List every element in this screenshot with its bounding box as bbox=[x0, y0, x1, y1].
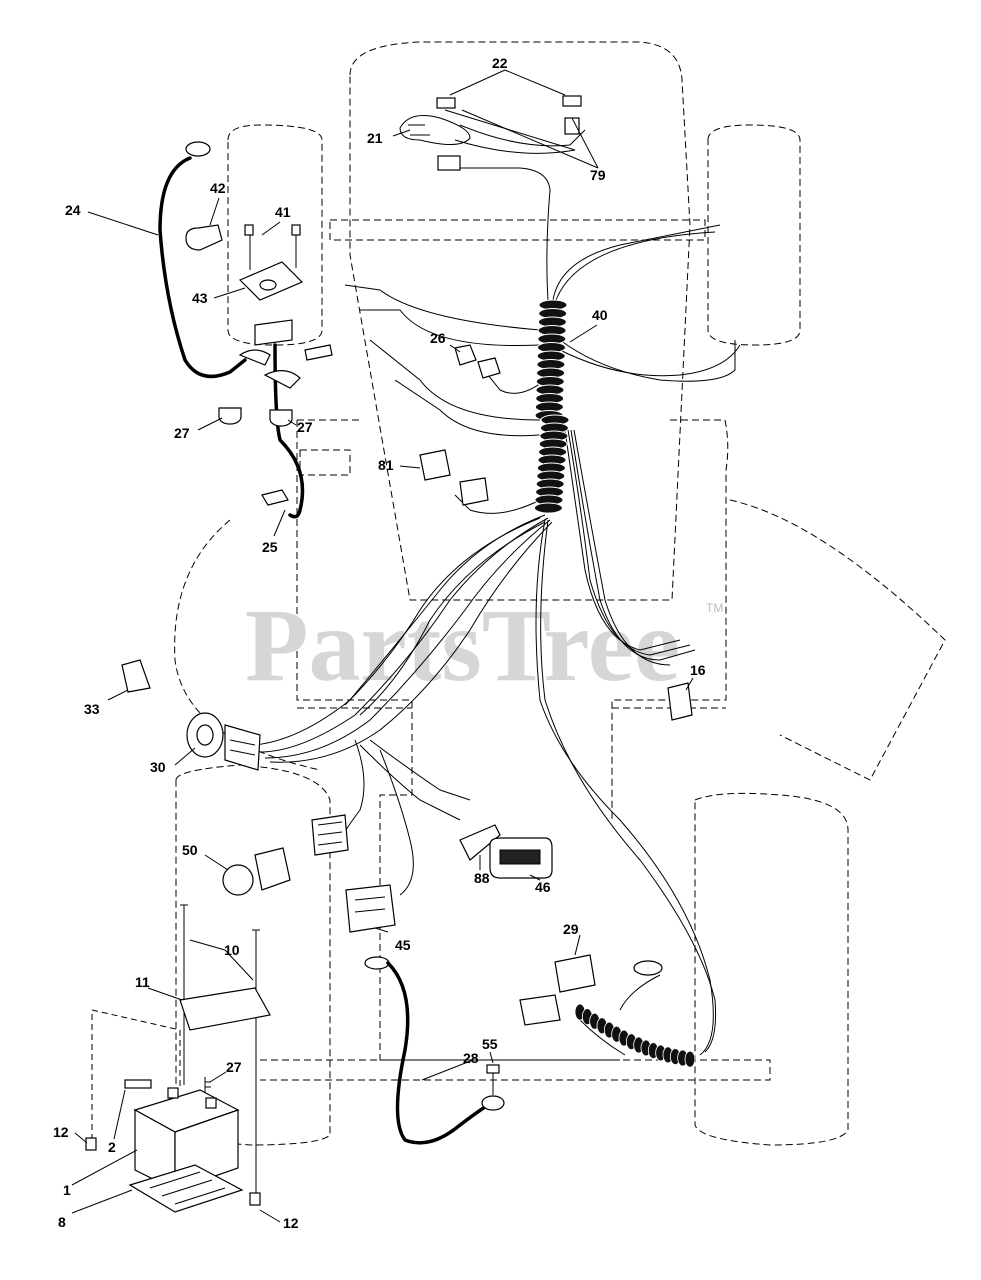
callout-2: 2 bbox=[108, 1139, 116, 1155]
components bbox=[121, 344, 696, 1068]
nut-12-left bbox=[85, 1137, 97, 1151]
ground-cable-24 bbox=[158, 141, 305, 519]
callout-24: 24 bbox=[65, 202, 81, 218]
leader-lines bbox=[71, 69, 694, 1223]
hold-down-rod bbox=[183, 905, 257, 1195]
callout-33: 33 bbox=[84, 701, 100, 717]
battery-area bbox=[85, 904, 271, 1213]
callout-22: 22 bbox=[492, 55, 508, 71]
callout-45: 45 bbox=[395, 937, 411, 953]
callout-1: 1 bbox=[63, 1182, 71, 1198]
frame-right bbox=[611, 419, 729, 820]
watermark: PartsTree bbox=[245, 588, 680, 703]
callout-8: 8 bbox=[58, 1214, 66, 1230]
callout-30: 30 bbox=[150, 759, 166, 775]
callout-10: 10 bbox=[224, 942, 240, 958]
bolt-55 bbox=[486, 1064, 500, 1074]
callout-41: 41 bbox=[275, 204, 291, 220]
callout-81: 81 bbox=[378, 457, 394, 473]
callout-26: 26 bbox=[430, 330, 446, 346]
battery-tray-8 bbox=[128, 1164, 244, 1213]
front-right-wheel bbox=[707, 124, 801, 346]
callout-40: 40 bbox=[592, 307, 608, 323]
coil-cord bbox=[574, 1003, 696, 1068]
callout-11: 11 bbox=[135, 974, 150, 990]
callout-43: 43 bbox=[192, 290, 208, 306]
switch-50 bbox=[222, 847, 291, 896]
hood-outline bbox=[349, 41, 691, 601]
callout-46: 46 bbox=[535, 879, 551, 895]
callout-27-mid: 27 bbox=[297, 419, 313, 435]
callout-42: 42 bbox=[210, 180, 226, 196]
relay-81 bbox=[419, 449, 451, 481]
frame-left bbox=[296, 420, 620, 1061]
bolt-2 bbox=[124, 1079, 152, 1089]
rear-right-wheel bbox=[694, 792, 849, 1146]
conduit-40 bbox=[533, 299, 570, 514]
callout-28: 28 bbox=[463, 1050, 479, 1066]
connector-16 bbox=[667, 682, 693, 721]
hold-down-bracket-11 bbox=[179, 987, 271, 1031]
callout-21: 21 bbox=[367, 130, 383, 146]
callout-labels: 22 21 79 24 42 41 43 27 27 25 26 40 81 1… bbox=[53, 55, 706, 1231]
module-45 bbox=[345, 884, 396, 933]
connector-block bbox=[311, 814, 349, 856]
headlight-harness bbox=[399, 95, 586, 171]
callout-50: 50 bbox=[182, 842, 198, 858]
clutch-29 bbox=[519, 954, 663, 1026]
callout-27-left: 27 bbox=[174, 425, 190, 441]
callout-12-right: 12 bbox=[283, 1215, 299, 1231]
callout-27-bottom: 27 bbox=[226, 1059, 242, 1075]
key-switch-30 bbox=[186, 712, 261, 771]
callout-12-left: 12 bbox=[53, 1124, 69, 1140]
hour-meter-46 bbox=[489, 837, 553, 879]
callout-79: 79 bbox=[590, 167, 606, 183]
solenoid-group bbox=[185, 224, 333, 389]
bracket-88 bbox=[459, 824, 501, 861]
bracket-33 bbox=[121, 659, 151, 693]
rear-left-wheel bbox=[175, 764, 331, 1146]
mid-box bbox=[299, 449, 351, 476]
nut-12-right bbox=[249, 1192, 261, 1206]
wire-harness-40 bbox=[254, 167, 741, 1056]
conduit-ring bbox=[533, 502, 563, 514]
battery-cable-28 bbox=[364, 956, 505, 1145]
callout-16: 16 bbox=[690, 662, 706, 678]
seat-area bbox=[260, 1059, 771, 1081]
coil-ring bbox=[684, 1050, 696, 1068]
battery-1 bbox=[133, 1087, 240, 1191]
front-left-wheel bbox=[227, 124, 323, 346]
frame-cross bbox=[297, 419, 726, 709]
callout-25: 25 bbox=[262, 539, 278, 555]
front-axle bbox=[329, 219, 706, 241]
callout-29: 29 bbox=[563, 921, 579, 937]
watermark-trademark: TM bbox=[706, 601, 723, 615]
relay-26 bbox=[454, 344, 477, 366]
callout-55: 55 bbox=[482, 1036, 498, 1052]
callout-88: 88 bbox=[474, 870, 490, 886]
